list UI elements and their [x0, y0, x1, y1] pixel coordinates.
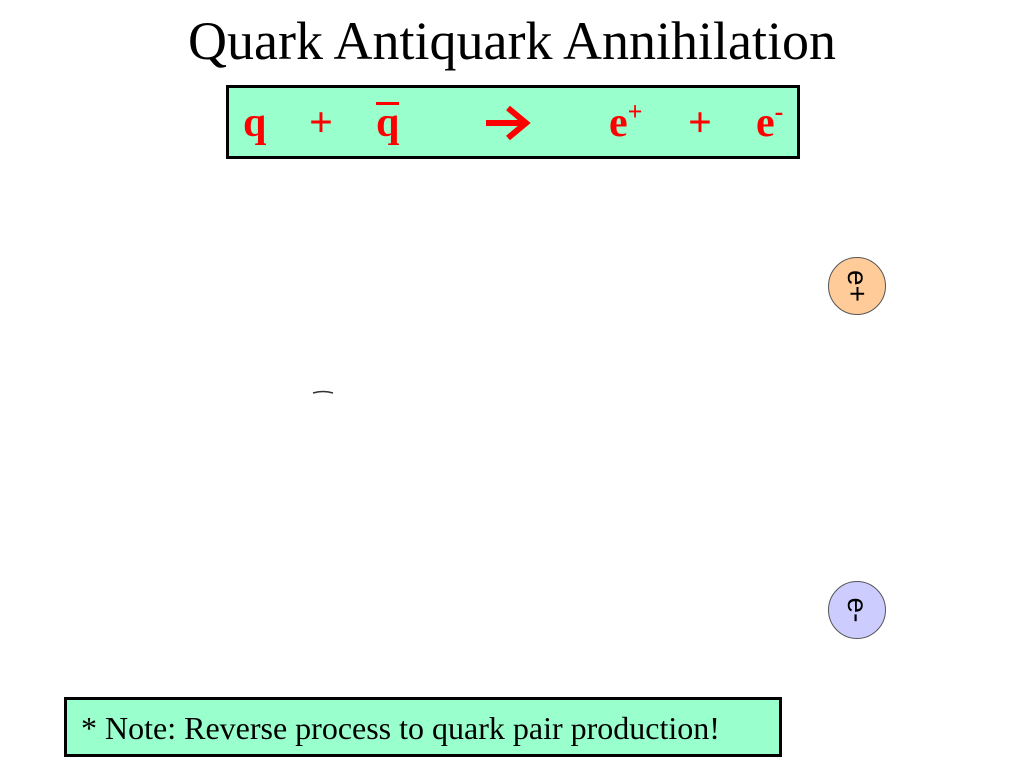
electron-base: e: [756, 100, 775, 146]
plus-sign: +: [309, 100, 333, 146]
positron-symbol: e+: [609, 99, 642, 147]
electron-label-base: e: [842, 597, 873, 614]
quark-symbol: q: [243, 100, 267, 146]
positron-particle: e+: [828, 257, 886, 315]
electron-label-charge: -: [842, 613, 873, 623]
note-box: * Note: Reverse process to quark pair pr…: [64, 697, 782, 757]
electron-particle: e-: [828, 581, 886, 639]
right-arrow-icon: [486, 105, 531, 141]
reaction-equation-box: q + q e+ + e-: [226, 85, 800, 159]
plus-sign-2: +: [688, 100, 712, 146]
positron-label: e+: [829, 258, 885, 314]
stray-dash-mark: [312, 390, 334, 394]
electron-charge: -: [774, 97, 784, 126]
positron-label-base: e: [842, 270, 873, 286]
antiquark-letter: q: [376, 100, 400, 146]
positron-charge: +: [627, 97, 643, 126]
antiquark-overline: [376, 102, 400, 105]
slide-title: Quark Antiquark Annihilation: [188, 11, 836, 71]
electron-label: e-: [829, 582, 885, 638]
antiquark-symbol: q: [376, 99, 400, 147]
note-text: * Note: Reverse process to quark pair pr…: [81, 710, 720, 746]
positron-base: e: [609, 100, 628, 146]
positron-label-charge: +: [842, 285, 873, 302]
electron-symbol: e-: [756, 99, 783, 147]
